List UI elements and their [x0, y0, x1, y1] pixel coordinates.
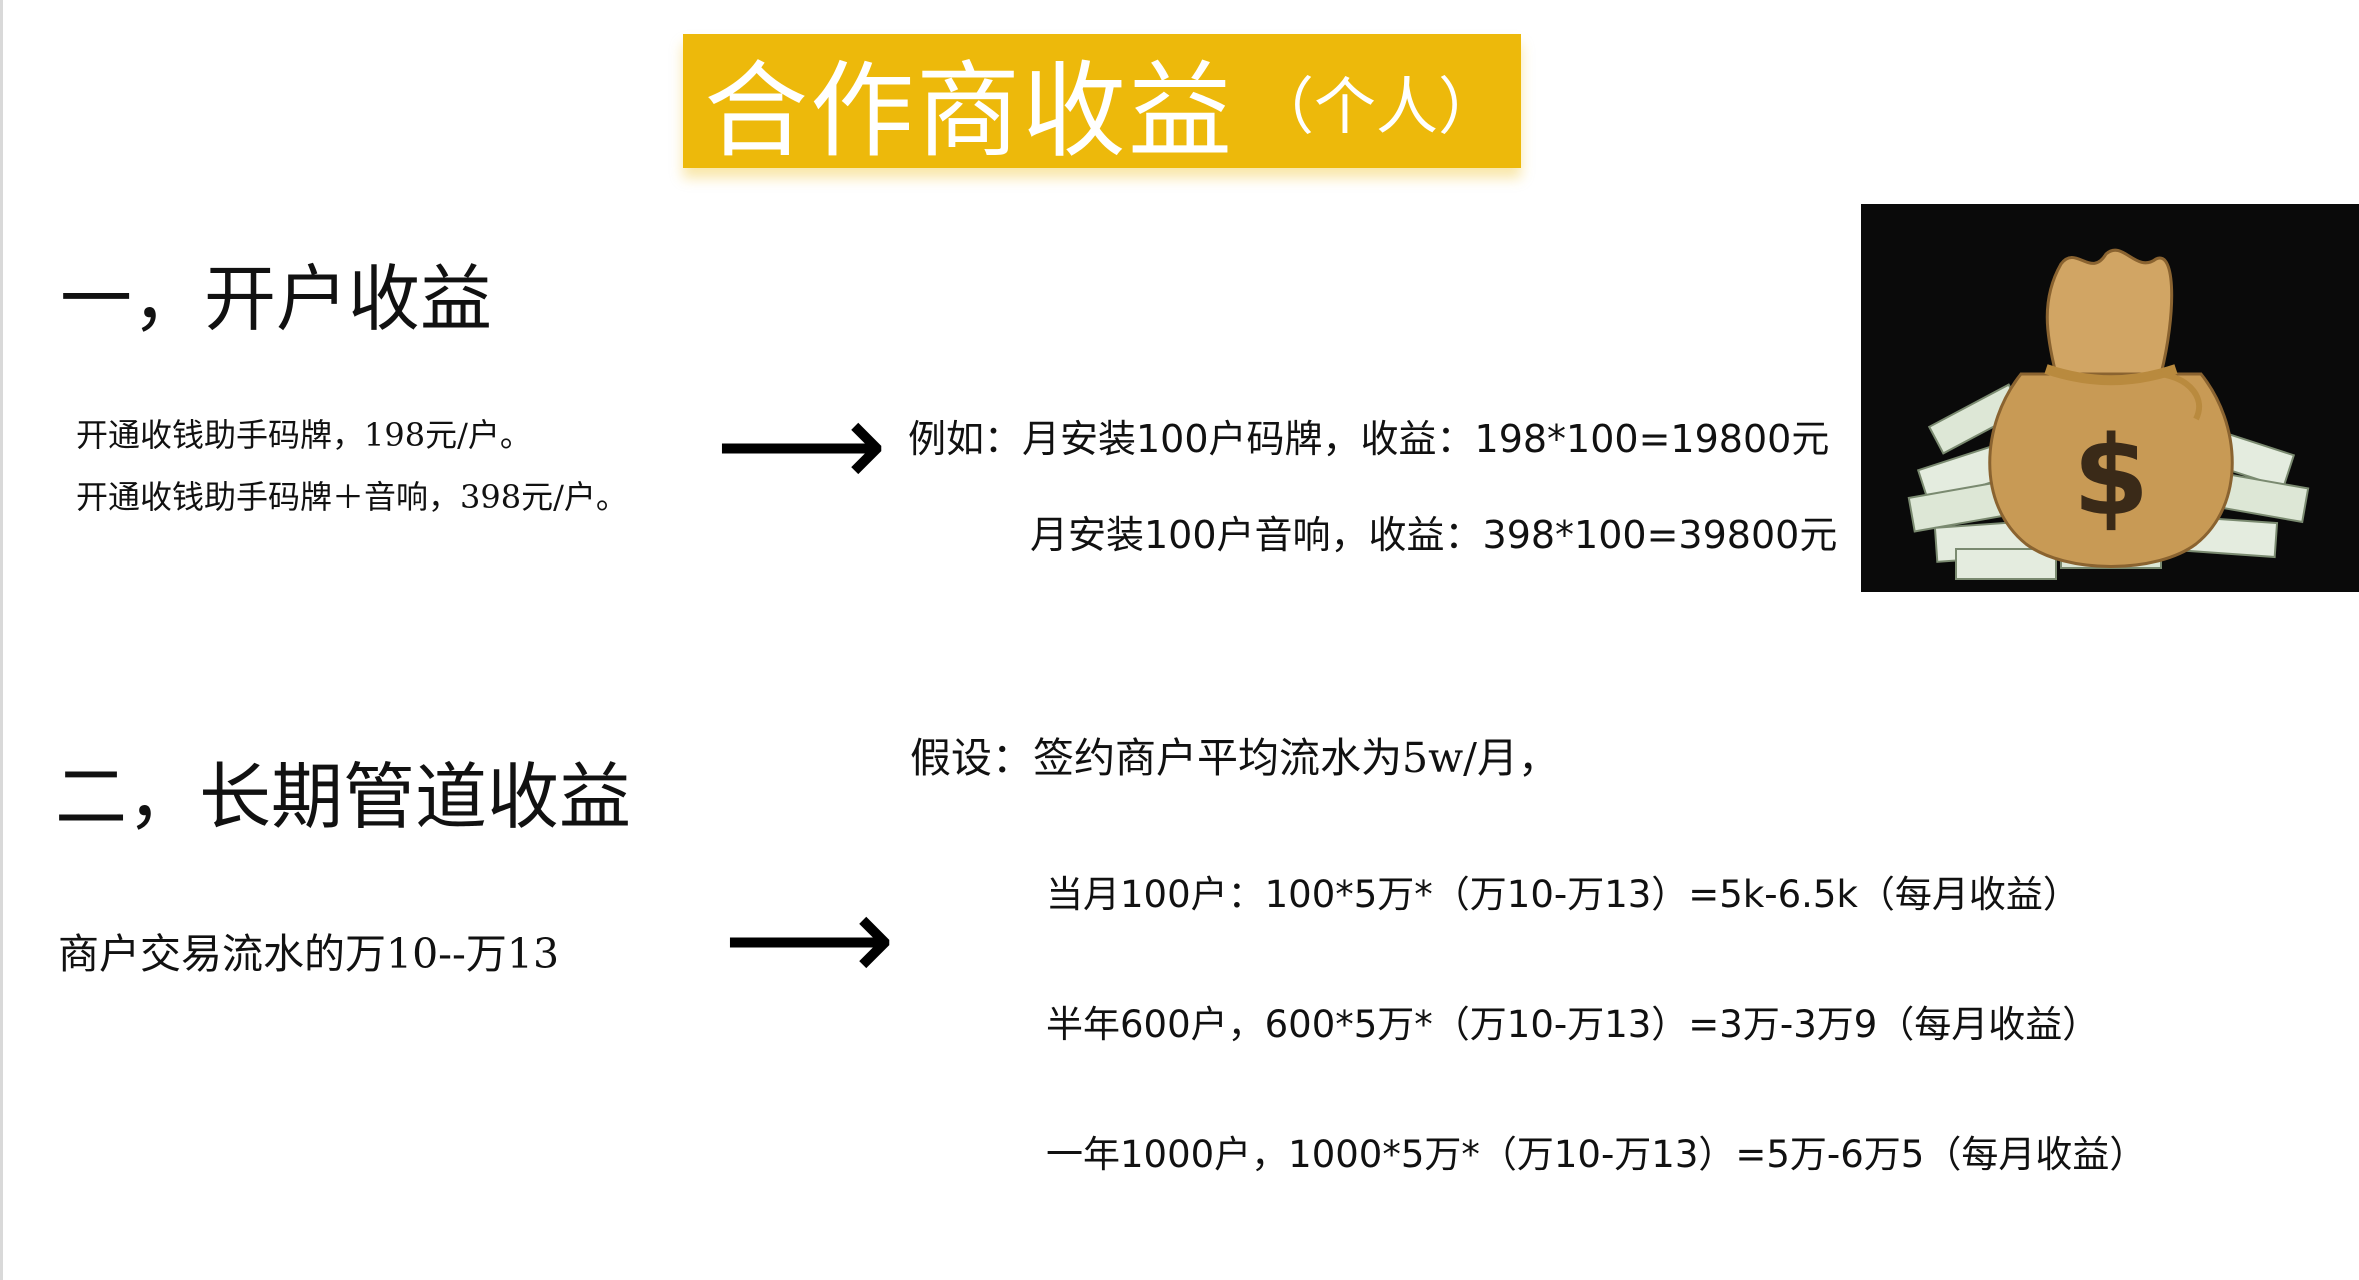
section2-line-3: 一年1000户，1000*5万*（万10-万13）=5万-6万5（每月收益）: [1046, 1133, 2147, 1176]
section2-line-2: 半年600户，600*5万*（万10-万13）=3万-3万9（每月收益）: [1046, 1003, 2100, 1046]
money-bag-image: $: [1861, 204, 2359, 592]
section2-assumption: 假设：签约商户平均流水为5w/月，: [910, 734, 1559, 782]
page-subtitle: （个人）: [1252, 70, 1501, 143]
section1-example-line-2: 月安装100户音响，收益：398*100=39800元: [1030, 513, 1838, 557]
money-bag-icon: $: [1861, 204, 2359, 592]
section1-arrow-icon: ⟶: [715, 376, 888, 515]
page-left-border: [0, 0, 3, 1280]
section2-line-1: 当月100户：100*5万*（万10-万13）=5k-6.5k（每月收益）: [1046, 873, 2080, 916]
section1-heading: 一，开户收益: [60, 257, 493, 341]
svg-text:$: $: [2073, 412, 2150, 540]
section1-left-line-2: 开通收钱助手码牌＋音响，398元/户。: [76, 478, 628, 516]
section2-arrow-icon: ⟶: [723, 870, 896, 1009]
section1-example-line-1: 例如：月安装100户码牌，收益：198*100=19800元: [908, 417, 1830, 461]
section1-left-line-1: 开通收钱助手码牌，198元/户。: [76, 416, 532, 454]
title-banner: 合作商收益 （个人）: [683, 34, 1521, 172]
section2-heading: 二，长期管道收益: [55, 755, 632, 839]
section2-left-line: 商户交易流水的万10--万13: [58, 930, 560, 978]
page-title: 合作商收益: [703, 49, 1234, 172]
